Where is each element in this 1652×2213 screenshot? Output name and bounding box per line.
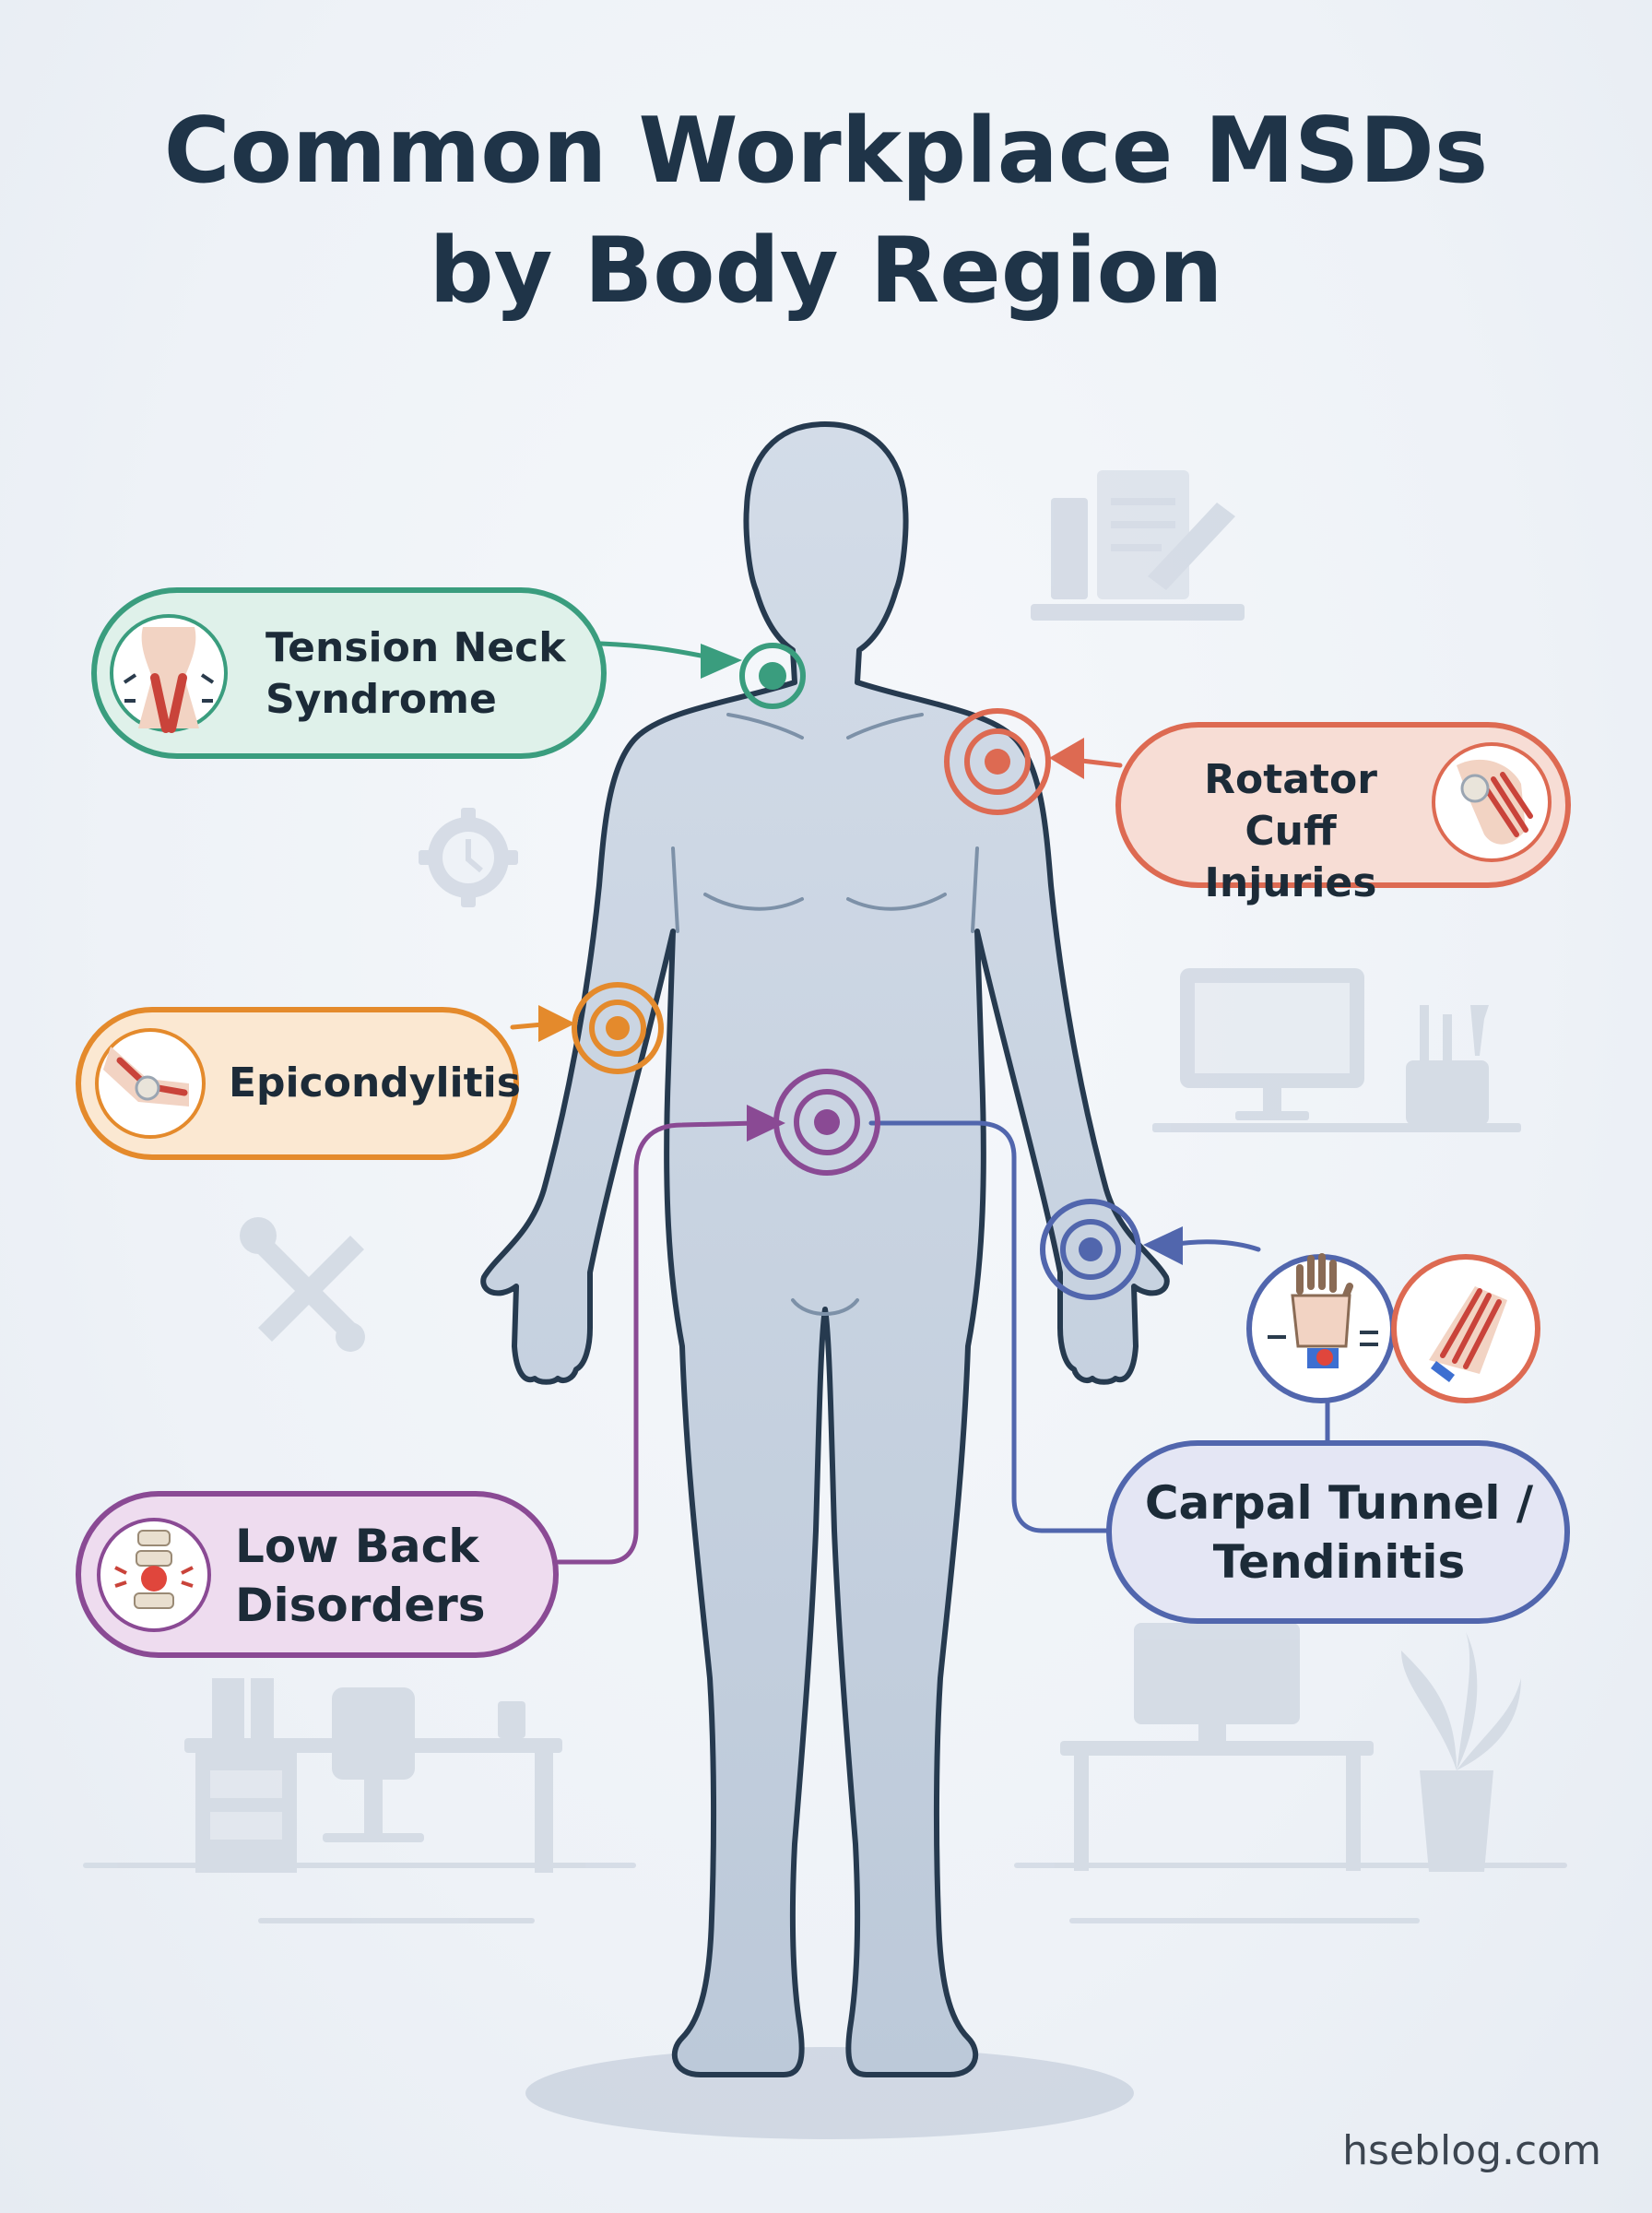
tool-cup-icon [1406, 1005, 1489, 1125]
rotator-cuff-label-line-1: Rotator Cuff [1204, 756, 1377, 855]
carpal-tunnel-pill [1106, 1440, 1570, 1624]
body-detail-lines [671, 713, 979, 1316]
elbow-arrowhead [538, 1005, 575, 1042]
carpal-tunnel-label: Carpal Tunnel / Tendinitis [1134, 1473, 1544, 1592]
rotator-cuff-label-line-2: Injuries [1204, 859, 1377, 906]
document-pen-icon [1031, 470, 1245, 621]
tension-neck-label-line-1: Tension Neck [266, 624, 566, 671]
wrist-target-marker [1040, 1199, 1141, 1300]
epicondylitis-label-line-1: Epicondylitis [229, 1059, 521, 1106]
wrist-compression-icon [1246, 1253, 1396, 1403]
tension-neck-pill [91, 587, 607, 759]
back-arrowhead [747, 1105, 785, 1142]
rotator-cuff-label: Rotator Cuff Injuries [1152, 754, 1429, 909]
monitor-icon [1152, 968, 1521, 1132]
ground-shadow [525, 2047, 1134, 2139]
wrist-arrowhead [1143, 1226, 1183, 1265]
human-body-figure [480, 421, 1170, 2077]
tension-neck-label-line-2: Syndrome [266, 676, 497, 723]
low-back-label-line-2: Disorders [235, 1579, 486, 1632]
wrench-screwdriver-icon [240, 1217, 365, 1352]
carpal-tunnel-label-line-2: Tendinitis [1212, 1535, 1466, 1589]
epicondylitis-label: Epicondylitis [229, 1058, 521, 1109]
carpal-tunnel-label-line-1: Carpal Tunnel / [1144, 1476, 1534, 1530]
shoulder-target-marker [944, 708, 1051, 815]
low-back-label: Low Back Disorders [235, 1517, 486, 1635]
back-target-marker [773, 1069, 880, 1176]
clock-gear-icon [419, 808, 518, 907]
neck-target-marker [739, 643, 806, 709]
spine-icon [97, 1518, 211, 1632]
low-back-pill [76, 1491, 559, 1658]
low-back-label-line-1: Low Back [235, 1520, 479, 1573]
tension-neck-label: Tension Neck Syndrome [266, 622, 566, 726]
elbow-target-marker [572, 982, 664, 1074]
elbow-joint-icon [95, 1028, 206, 1139]
hand-tendons-icon [1391, 1254, 1540, 1403]
neck-arrowhead [701, 644, 742, 679]
connector-lines [510, 641, 1330, 1565]
shoulder-joint-icon [1432, 742, 1552, 862]
neck-muscles-icon [110, 614, 228, 733]
source-watermark: hseblog.com [1342, 2127, 1601, 2174]
shoulder-arrowhead [1049, 738, 1084, 779]
office-desk-right [1014, 1623, 1567, 1923]
office-desk-left [83, 1678, 636, 1923]
page-title-line-1: Common Workplace MSDs [163, 99, 1489, 204]
page-title-line-2: by Body Region [429, 219, 1223, 324]
